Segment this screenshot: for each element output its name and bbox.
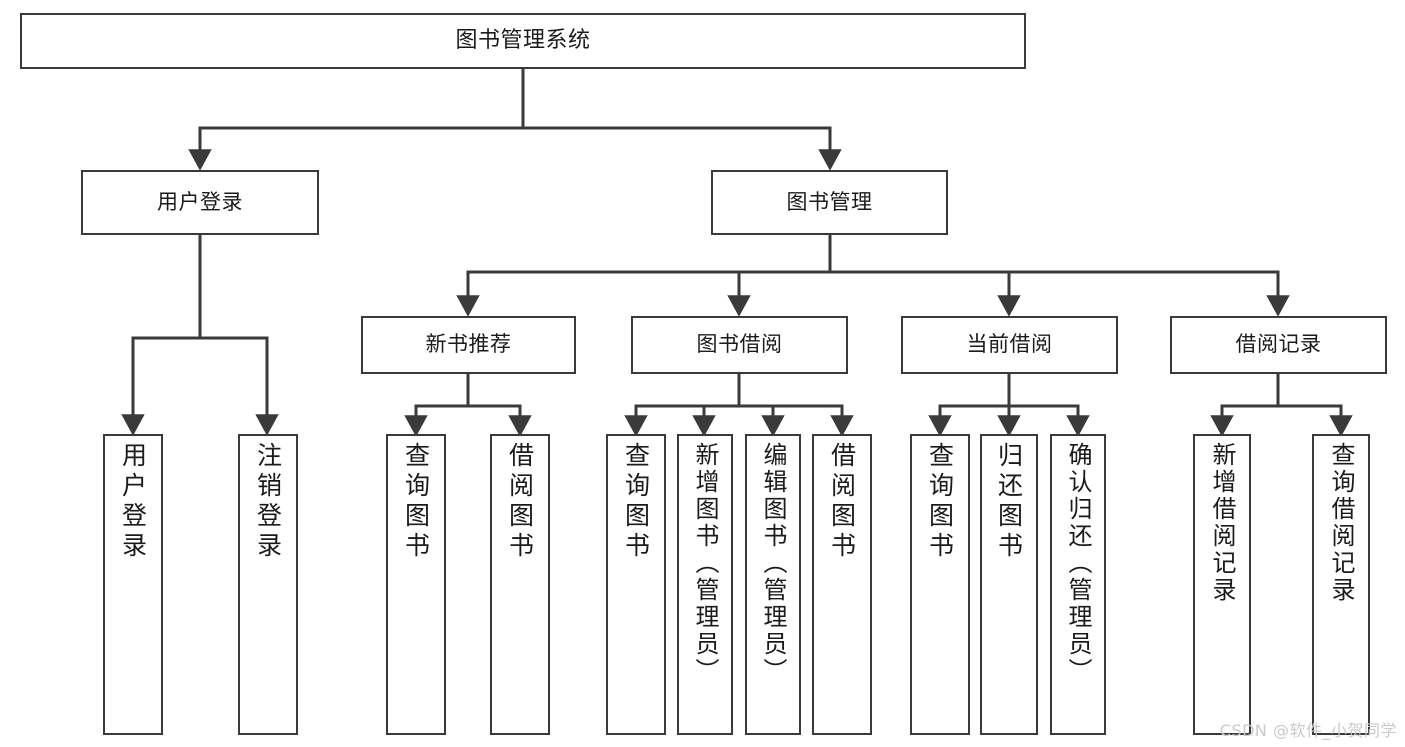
node-new-book-rec[interactable]: 新书推荐 bbox=[361, 316, 576, 374]
node-leaf-query-book-2-label: 查询图书 bbox=[621, 442, 651, 562]
node-book-manage[interactable]: 图书管理 bbox=[711, 170, 948, 235]
node-leaf-confirm-return-label: 确认归还（管理员） bbox=[1064, 442, 1092, 685]
node-user-login[interactable]: 用户登录 bbox=[81, 170, 319, 235]
node-leaf-query-book-1-label: 查询图书 bbox=[401, 442, 431, 562]
node-user-login-label: 用户登录 bbox=[157, 189, 243, 214]
node-borrow-record[interactable]: 借阅记录 bbox=[1170, 316, 1387, 374]
node-leaf-user-login[interactable]: 用户登录 bbox=[103, 434, 163, 735]
node-leaf-query-book-1[interactable]: 查询图书 bbox=[386, 434, 446, 735]
node-leaf-borrow-book-2[interactable]: 借阅图书 bbox=[812, 434, 872, 735]
node-current-borrow-label: 当前借阅 bbox=[966, 332, 1053, 357]
node-leaf-add-record[interactable]: 新增借阅记录 bbox=[1193, 434, 1251, 735]
node-leaf-edit-book-label: 编辑图书（管理员） bbox=[759, 442, 787, 685]
node-borrow-record-label: 借阅记录 bbox=[1235, 332, 1322, 357]
node-root[interactable]: 图书管理系统 bbox=[20, 13, 1026, 69]
node-leaf-borrow-book-1[interactable]: 借阅图书 bbox=[490, 434, 550, 735]
node-leaf-confirm-return[interactable]: 确认归还（管理员） bbox=[1050, 434, 1106, 735]
node-leaf-logout-label: 注销登录 bbox=[253, 442, 283, 562]
node-leaf-edit-book[interactable]: 编辑图书（管理员） bbox=[745, 434, 801, 735]
node-leaf-return-book-label: 归还图书 bbox=[994, 442, 1024, 562]
node-leaf-logout[interactable]: 注销登录 bbox=[238, 434, 298, 735]
node-leaf-add-record-label: 新增借阅记录 bbox=[1208, 442, 1236, 604]
node-leaf-borrow-book-2-label: 借阅图书 bbox=[827, 442, 857, 562]
node-leaf-query-record-label: 查询借阅记录 bbox=[1327, 442, 1355, 604]
node-leaf-return-book[interactable]: 归还图书 bbox=[980, 434, 1038, 735]
node-leaf-add-book-label: 新增图书（管理员） bbox=[691, 442, 719, 685]
node-book-manage-label: 图书管理 bbox=[786, 189, 873, 214]
node-leaf-query-record[interactable]: 查询借阅记录 bbox=[1312, 434, 1370, 735]
node-leaf-query-book-2[interactable]: 查询图书 bbox=[606, 434, 666, 735]
node-book-borrow[interactable]: 图书借阅 bbox=[631, 316, 848, 374]
node-leaf-add-book[interactable]: 新增图书（管理员） bbox=[677, 434, 733, 735]
watermark: CSDN @软件_小贺同学 bbox=[1219, 721, 1397, 740]
node-current-borrow[interactable]: 当前借阅 bbox=[901, 316, 1118, 374]
node-root-label: 图书管理系统 bbox=[455, 27, 591, 53]
node-leaf-query-book-3[interactable]: 查询图书 bbox=[910, 434, 970, 735]
node-new-book-rec-label: 新书推荐 bbox=[425, 332, 512, 357]
node-leaf-borrow-book-1-label: 借阅图书 bbox=[505, 442, 535, 562]
node-leaf-user-login-label: 用户登录 bbox=[118, 442, 148, 562]
node-book-borrow-label: 图书借阅 bbox=[696, 332, 783, 357]
node-leaf-query-book-3-label: 查询图书 bbox=[925, 442, 955, 562]
